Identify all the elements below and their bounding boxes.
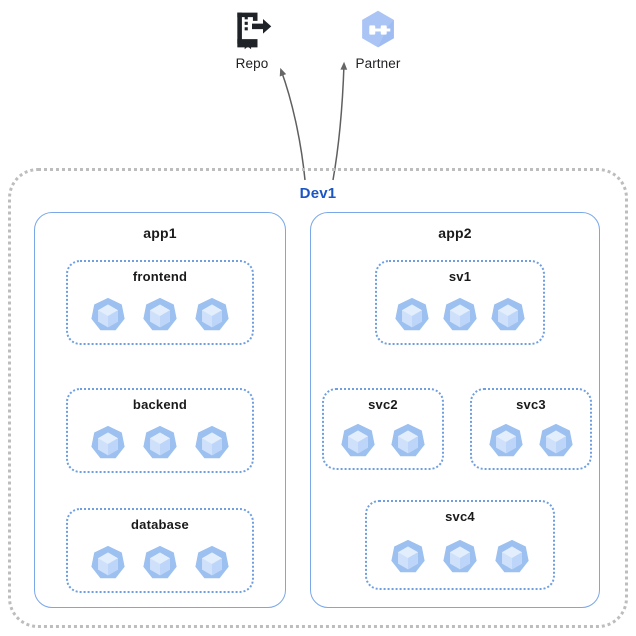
pod-row-frontend [68, 296, 252, 334]
service-group-frontend[interactable]: frontend [66, 260, 254, 345]
external-node-partner[interactable]: Partner [332, 8, 424, 71]
pod-icon[interactable] [441, 538, 479, 576]
service-group-database[interactable]: database [66, 508, 254, 593]
pod-icon[interactable] [193, 544, 231, 582]
pod-row-sv1 [377, 296, 543, 334]
pod-icon[interactable] [141, 296, 179, 334]
pod-row-svc3 [472, 422, 590, 460]
frontend-label: frontend [132, 269, 188, 284]
pod-icon[interactable] [89, 544, 127, 582]
service-group-svc4[interactable]: svc4 [365, 500, 555, 590]
pod-row-database [68, 544, 252, 582]
pod-icon[interactable] [193, 296, 231, 334]
partner-label: Partner [355, 56, 401, 71]
pod-icon[interactable] [389, 538, 427, 576]
svc3-label: svc3 [516, 397, 546, 412]
app2-label: app2 [438, 225, 472, 241]
svc2-label: svc2 [368, 397, 398, 412]
service-group-backend[interactable]: backend [66, 388, 254, 473]
pod-row-svc2 [324, 422, 442, 460]
environment-dev1[interactable]: Dev1 [8, 168, 628, 628]
app1-label: app1 [143, 225, 177, 241]
external-node-repo[interactable]: Repo [206, 8, 298, 71]
pod-row-svc4 [367, 538, 553, 576]
repository-icon [237, 12, 272, 50]
sv1-label: sv1 [448, 269, 472, 284]
backend-label: backend [132, 397, 188, 412]
pod-icon[interactable] [193, 424, 231, 462]
environment-label: Dev1 [299, 185, 337, 202]
pod-icon[interactable] [489, 296, 527, 334]
repo-label: Repo [235, 56, 269, 71]
service-group-svc3[interactable]: svc3 [470, 388, 592, 470]
service-group-sv1[interactable]: sv1 [375, 260, 545, 345]
pod-icon[interactable] [487, 422, 525, 460]
arrow-dev1-to-partner [332, 61, 348, 181]
pod-icon[interactable] [441, 296, 479, 334]
pod-icon[interactable] [537, 422, 575, 460]
pod-row-backend [68, 424, 252, 462]
pod-icon[interactable] [339, 422, 377, 460]
database-label: database [131, 517, 189, 532]
pod-icon[interactable] [393, 296, 431, 334]
partner-interconnect-icon [362, 10, 394, 48]
svc4-label: svc4 [445, 509, 475, 524]
pod-icon[interactable] [89, 424, 127, 462]
pod-icon[interactable] [141, 424, 179, 462]
pod-icon[interactable] [141, 544, 179, 582]
service-group-svc2[interactable]: svc2 [322, 388, 444, 470]
pod-icon[interactable] [89, 296, 127, 334]
pod-icon[interactable] [493, 538, 531, 576]
pod-icon[interactable] [389, 422, 427, 460]
arrow-dev1-to-repo [279, 67, 306, 181]
